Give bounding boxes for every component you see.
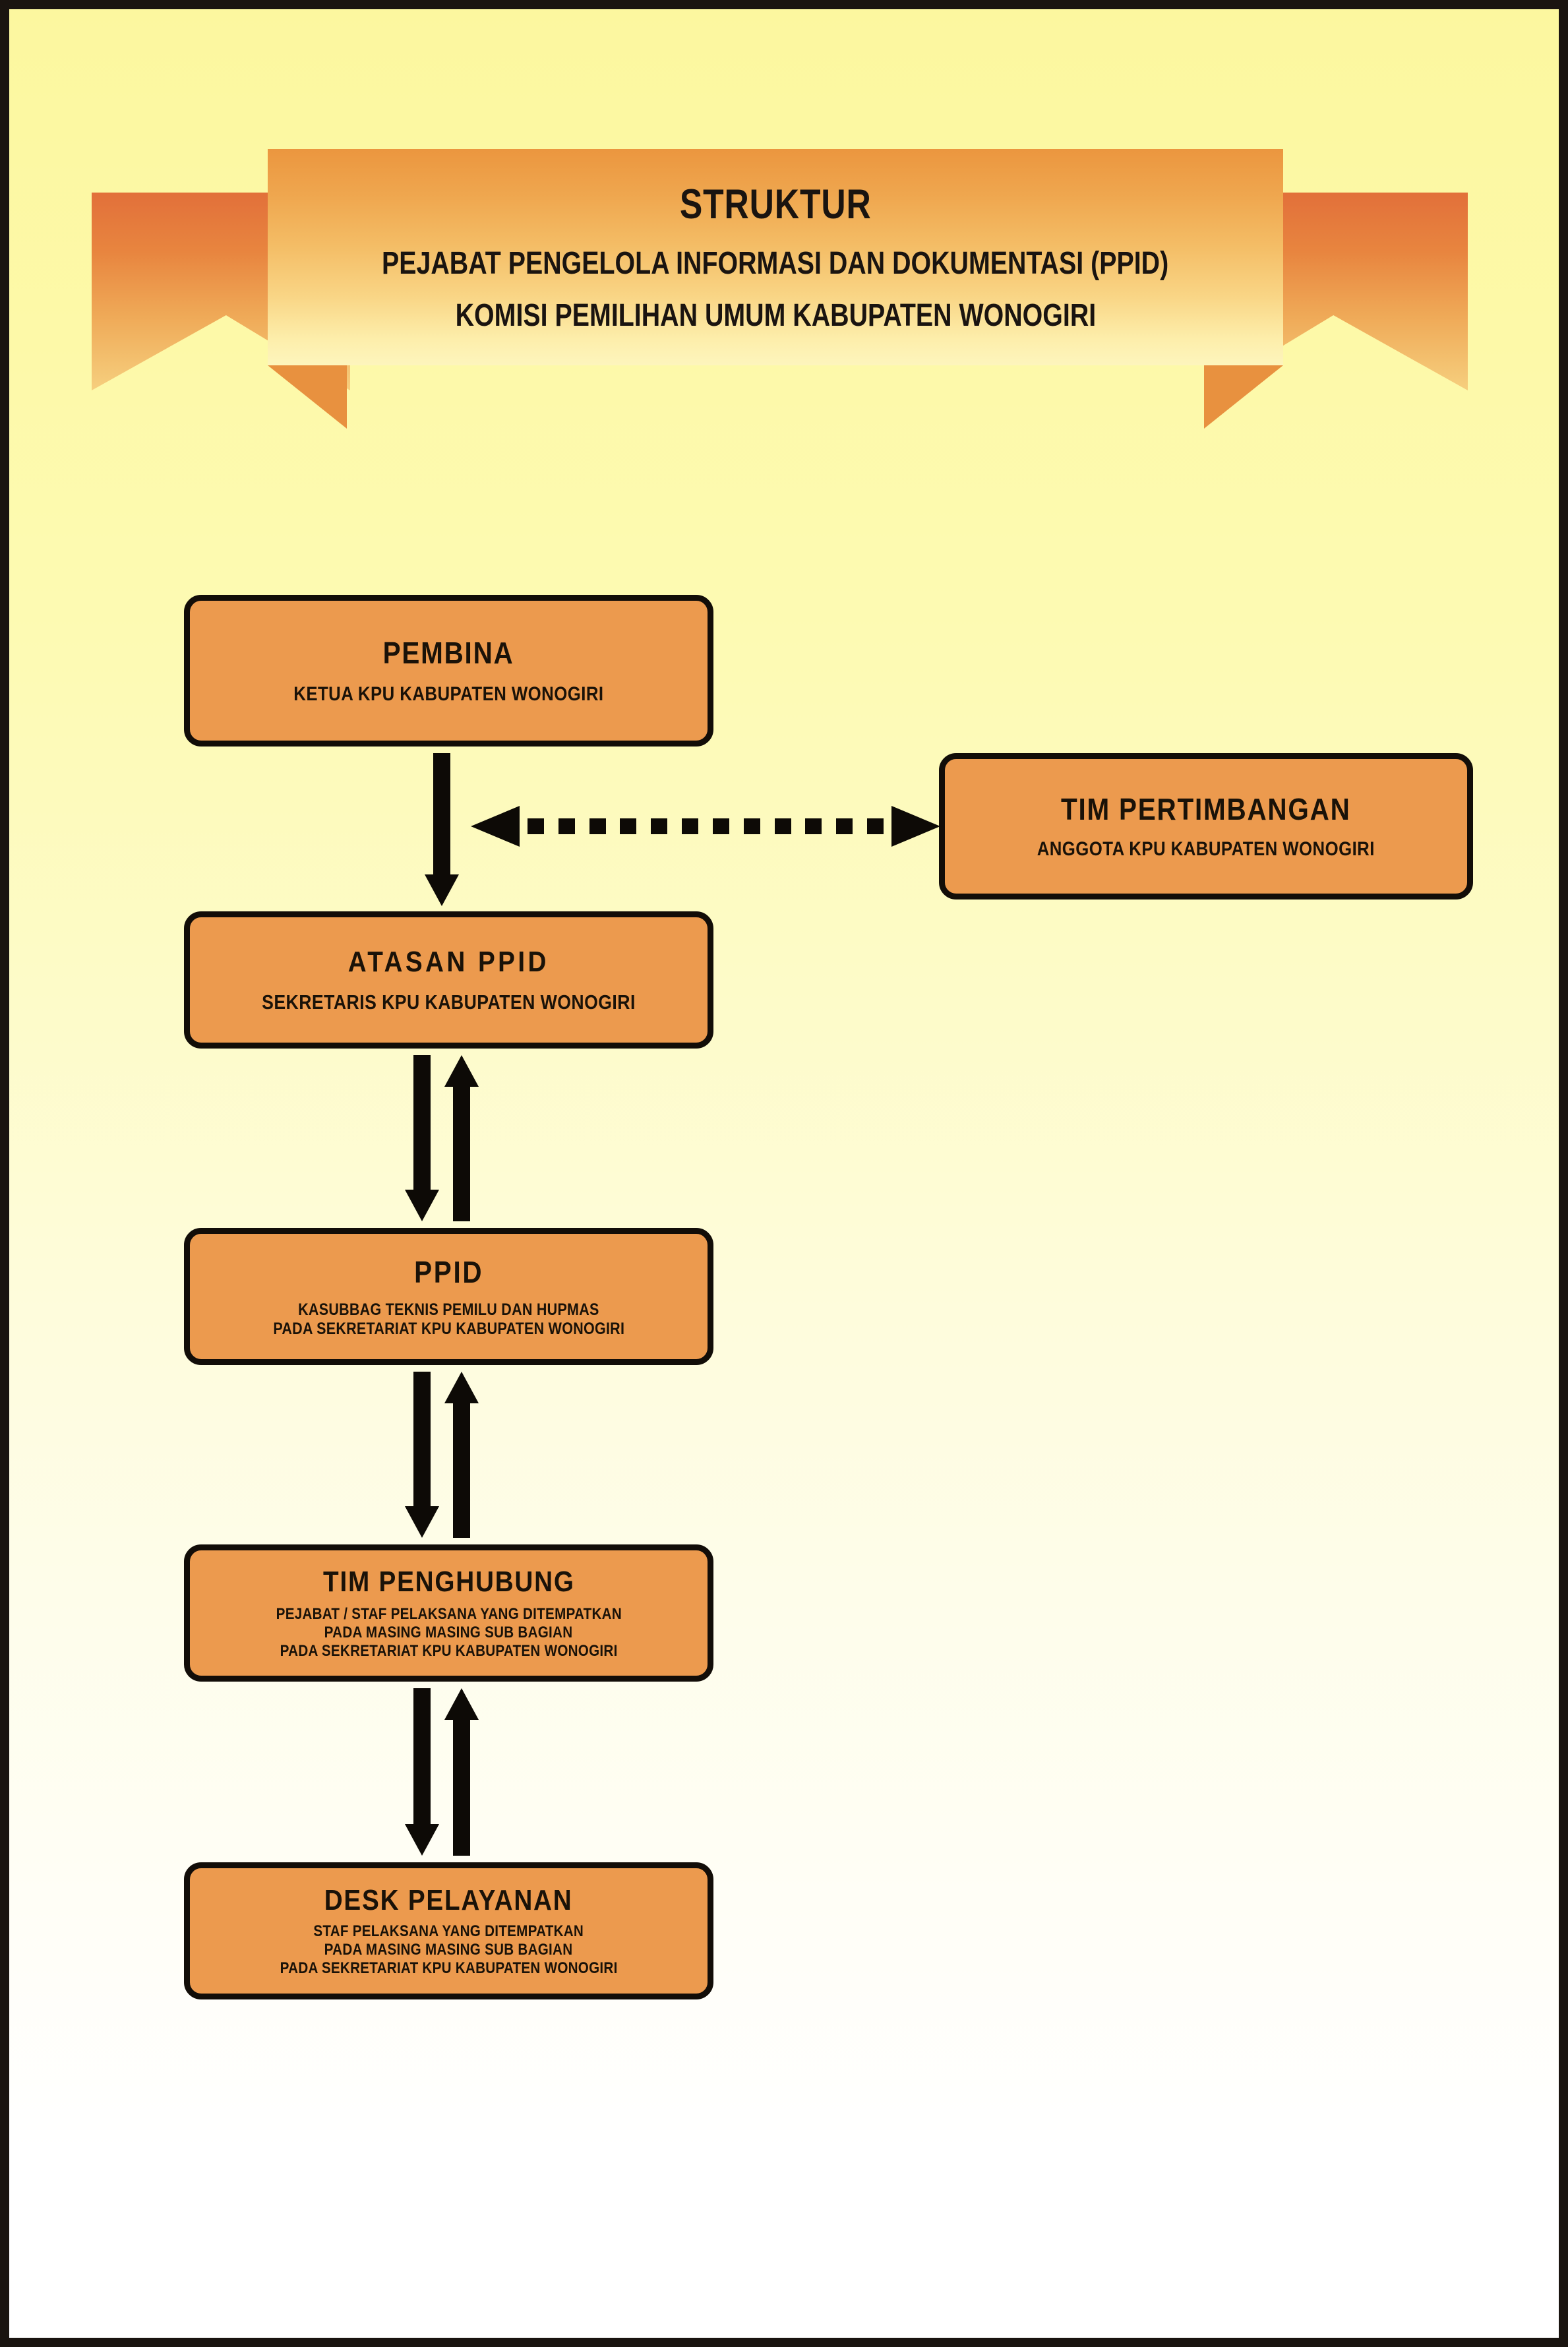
ribbon-fold-left-icon (268, 365, 347, 429)
banner-title-line-1: STRUKTUR (679, 181, 872, 228)
arrow-dash (836, 818, 853, 834)
arrow-dash (558, 818, 575, 834)
arrow-head (405, 1190, 439, 1221)
arrow-head (405, 1824, 439, 1856)
arrow-up-tim-penghubung-to-ppid-icon (444, 1372, 479, 1538)
banner-title-line-3: KOMISI PEMILIHAN UMUM KABUPATEN WONOGIRI (455, 298, 1096, 333)
node-tim-penghubung-subtitle-1: PEJABAT / STAF PELAKSANA YANG DITEMPATKA… (276, 1604, 622, 1623)
arrow-dash (651, 818, 668, 834)
node-atasan-ppid-subtitle-1: SEKRETARIS KPU KABUPATEN WONOGIRI (262, 990, 636, 1014)
node-ppid-title: PPID (413, 1254, 484, 1289)
arrow-head (444, 1372, 479, 1403)
node-desk-pelayanan-subtitle-3: PADA SEKRETARIAT KPU KABUPATEN WONOGIRI (280, 1959, 618, 1978)
arrow-dash (528, 818, 544, 834)
arrow-shaft (413, 1055, 431, 1192)
node-ppid[interactable]: PPID KASUBBAG TEKNIS PEMILU DAN HUPMAS P… (184, 1228, 713, 1365)
arrow-shaft (433, 753, 450, 877)
arrow-head-left (471, 806, 520, 847)
arrow-head-right (891, 806, 940, 847)
node-ppid-subtitle-2: PADA SEKRETARIAT KPU KABUPATEN WONOGIRI (273, 1320, 624, 1338)
arrow-shaft (453, 1717, 470, 1856)
node-ppid-subtitle-1: KASUBBAG TEKNIS PEMILU DAN HUPMAS (298, 1300, 599, 1319)
arrow-down-tim-penghubung-to-desk-pelayanan-icon (405, 1688, 439, 1856)
arrow-dash-track (528, 818, 884, 834)
node-tim-penghubung-title: TIM PENGHUBUNG (322, 1565, 575, 1598)
arrow-shaft (453, 1084, 470, 1221)
title-banner: STRUKTUR PEJABAT PENGELOLA INFORMASI DAN… (9, 9, 1559, 431)
arrow-down-ppid-to-tim-penghubung-icon (405, 1372, 439, 1538)
node-pembina[interactable]: PEMBINA KETUA KPU KABUPATEN WONOGIRI (184, 595, 713, 747)
ribbon-fold-right-icon (1204, 365, 1283, 429)
node-tim-pertimbangan[interactable]: TIM PERTIMBANGAN ANGGOTA KPU KABUPATEN W… (939, 753, 1473, 899)
arrow-head (405, 1506, 439, 1538)
banner-title-line-2: PEJABAT PENGELOLA INFORMASI DAN DOKUMENT… (382, 246, 1169, 281)
arrow-dash (805, 818, 822, 834)
node-tim-penghubung[interactable]: TIM PENGHUBUNG PEJABAT / STAF PELAKSANA … (184, 1544, 713, 1682)
arrow-dash (682, 818, 699, 834)
banner-panel: STRUKTUR PEJABAT PENGELOLA INFORMASI DAN… (268, 149, 1283, 365)
arrow-dashed-bidirectional-pembina-to-tim-pertimbangan-icon (471, 806, 940, 847)
node-desk-pelayanan-subtitle-1: STAF PELAKSANA YANG DITEMPATKAN (313, 1922, 584, 1940)
arrow-dash (589, 818, 606, 834)
arrow-shaft (413, 1688, 431, 1827)
node-pembina-subtitle-1: KETUA KPU KABUPATEN WONOGIRI (293, 683, 604, 706)
node-atasan-ppid-title: ATASAN PPID (347, 945, 550, 978)
node-desk-pelayanan-subtitle-2: PADA MASING MASING SUB BAGIAN (324, 1940, 573, 1959)
arrow-shaft (413, 1372, 431, 1509)
node-atasan-ppid[interactable]: ATASAN PPID SEKRETARIS KPU KABUPATEN WON… (184, 911, 713, 1049)
node-tim-pertimbangan-title: TIM PERTIMBANGAN (1061, 792, 1351, 827)
arrow-dash (620, 818, 637, 834)
arrow-shaft (453, 1401, 470, 1538)
node-tim-penghubung-subtitle-2: PADA MASING MASING SUB BAGIAN (324, 1623, 573, 1641)
node-pembina-title: PEMBINA (383, 636, 514, 671)
node-desk-pelayanan-title: DESK PELAYANAN (324, 1883, 573, 1916)
node-tim-penghubung-subtitle-3: PADA SEKRETARIAT KPU KABUPATEN WONOGIRI (280, 1642, 618, 1661)
arrow-dash (866, 818, 884, 834)
arrow-head (444, 1688, 479, 1720)
arrow-up-desk-pelayanan-to-tim-penghubung-icon (444, 1688, 479, 1856)
arrow-head (444, 1055, 479, 1087)
arrow-head (425, 874, 459, 906)
arrow-dash (712, 818, 729, 834)
node-tim-pertimbangan-subtitle-1: ANGGOTA KPU KABUPATEN WONOGIRI (1037, 838, 1375, 861)
arrow-down-pembina-to-atasan-ppid-icon (425, 753, 459, 906)
arrow-dash (774, 818, 791, 834)
arrow-dash (743, 818, 760, 834)
arrow-down-atasan-ppid-to-ppid-icon (405, 1055, 439, 1221)
arrow-up-ppid-to-atasan-ppid-icon (444, 1055, 479, 1221)
node-desk-pelayanan[interactable]: DESK PELAYANAN STAF PELAKSANA YANG DITEM… (184, 1862, 713, 1999)
